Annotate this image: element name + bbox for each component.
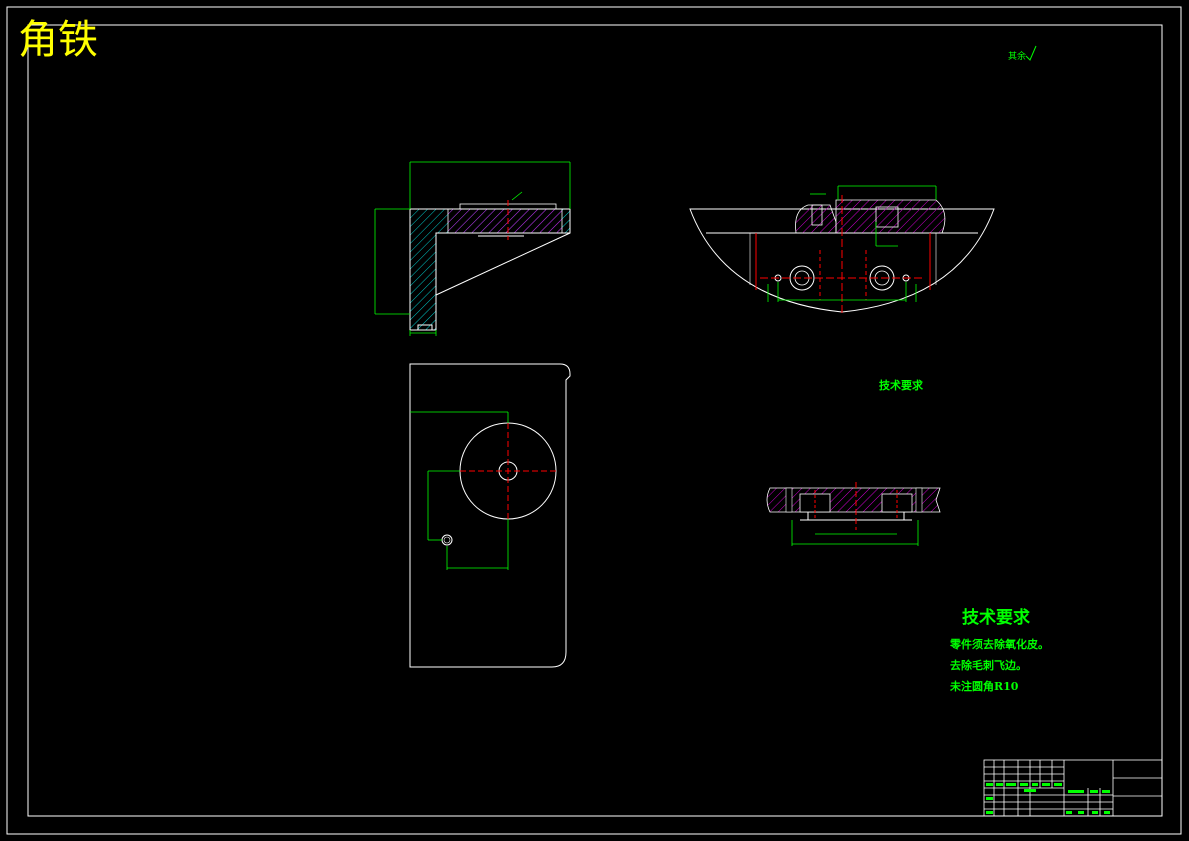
drawing-title: 角铁 [18,17,98,63]
title-block-fill-marks [986,783,1110,814]
technical-requirement-item: 零件须去除氧化皮。 [950,638,1049,651]
technical-requirements-heading: 技术要求 [962,608,1030,628]
outer-frame [6,6,1182,835]
section-view [766,482,941,546]
inner-frame [27,24,1163,817]
roughness-symbol-icon [1025,45,1037,61]
surface-roughness-note: 其余 [1008,52,1027,62]
plan-view [409,363,571,668]
side-view [374,161,571,336]
front-view [689,185,995,315]
section-view-note: 技术要求 [879,379,923,392]
technical-requirement-item: 去除毛刺飞边。 [950,659,1027,672]
title-block [983,759,1163,817]
technical-requirement-item: 未注圆角R10 [950,680,1019,693]
